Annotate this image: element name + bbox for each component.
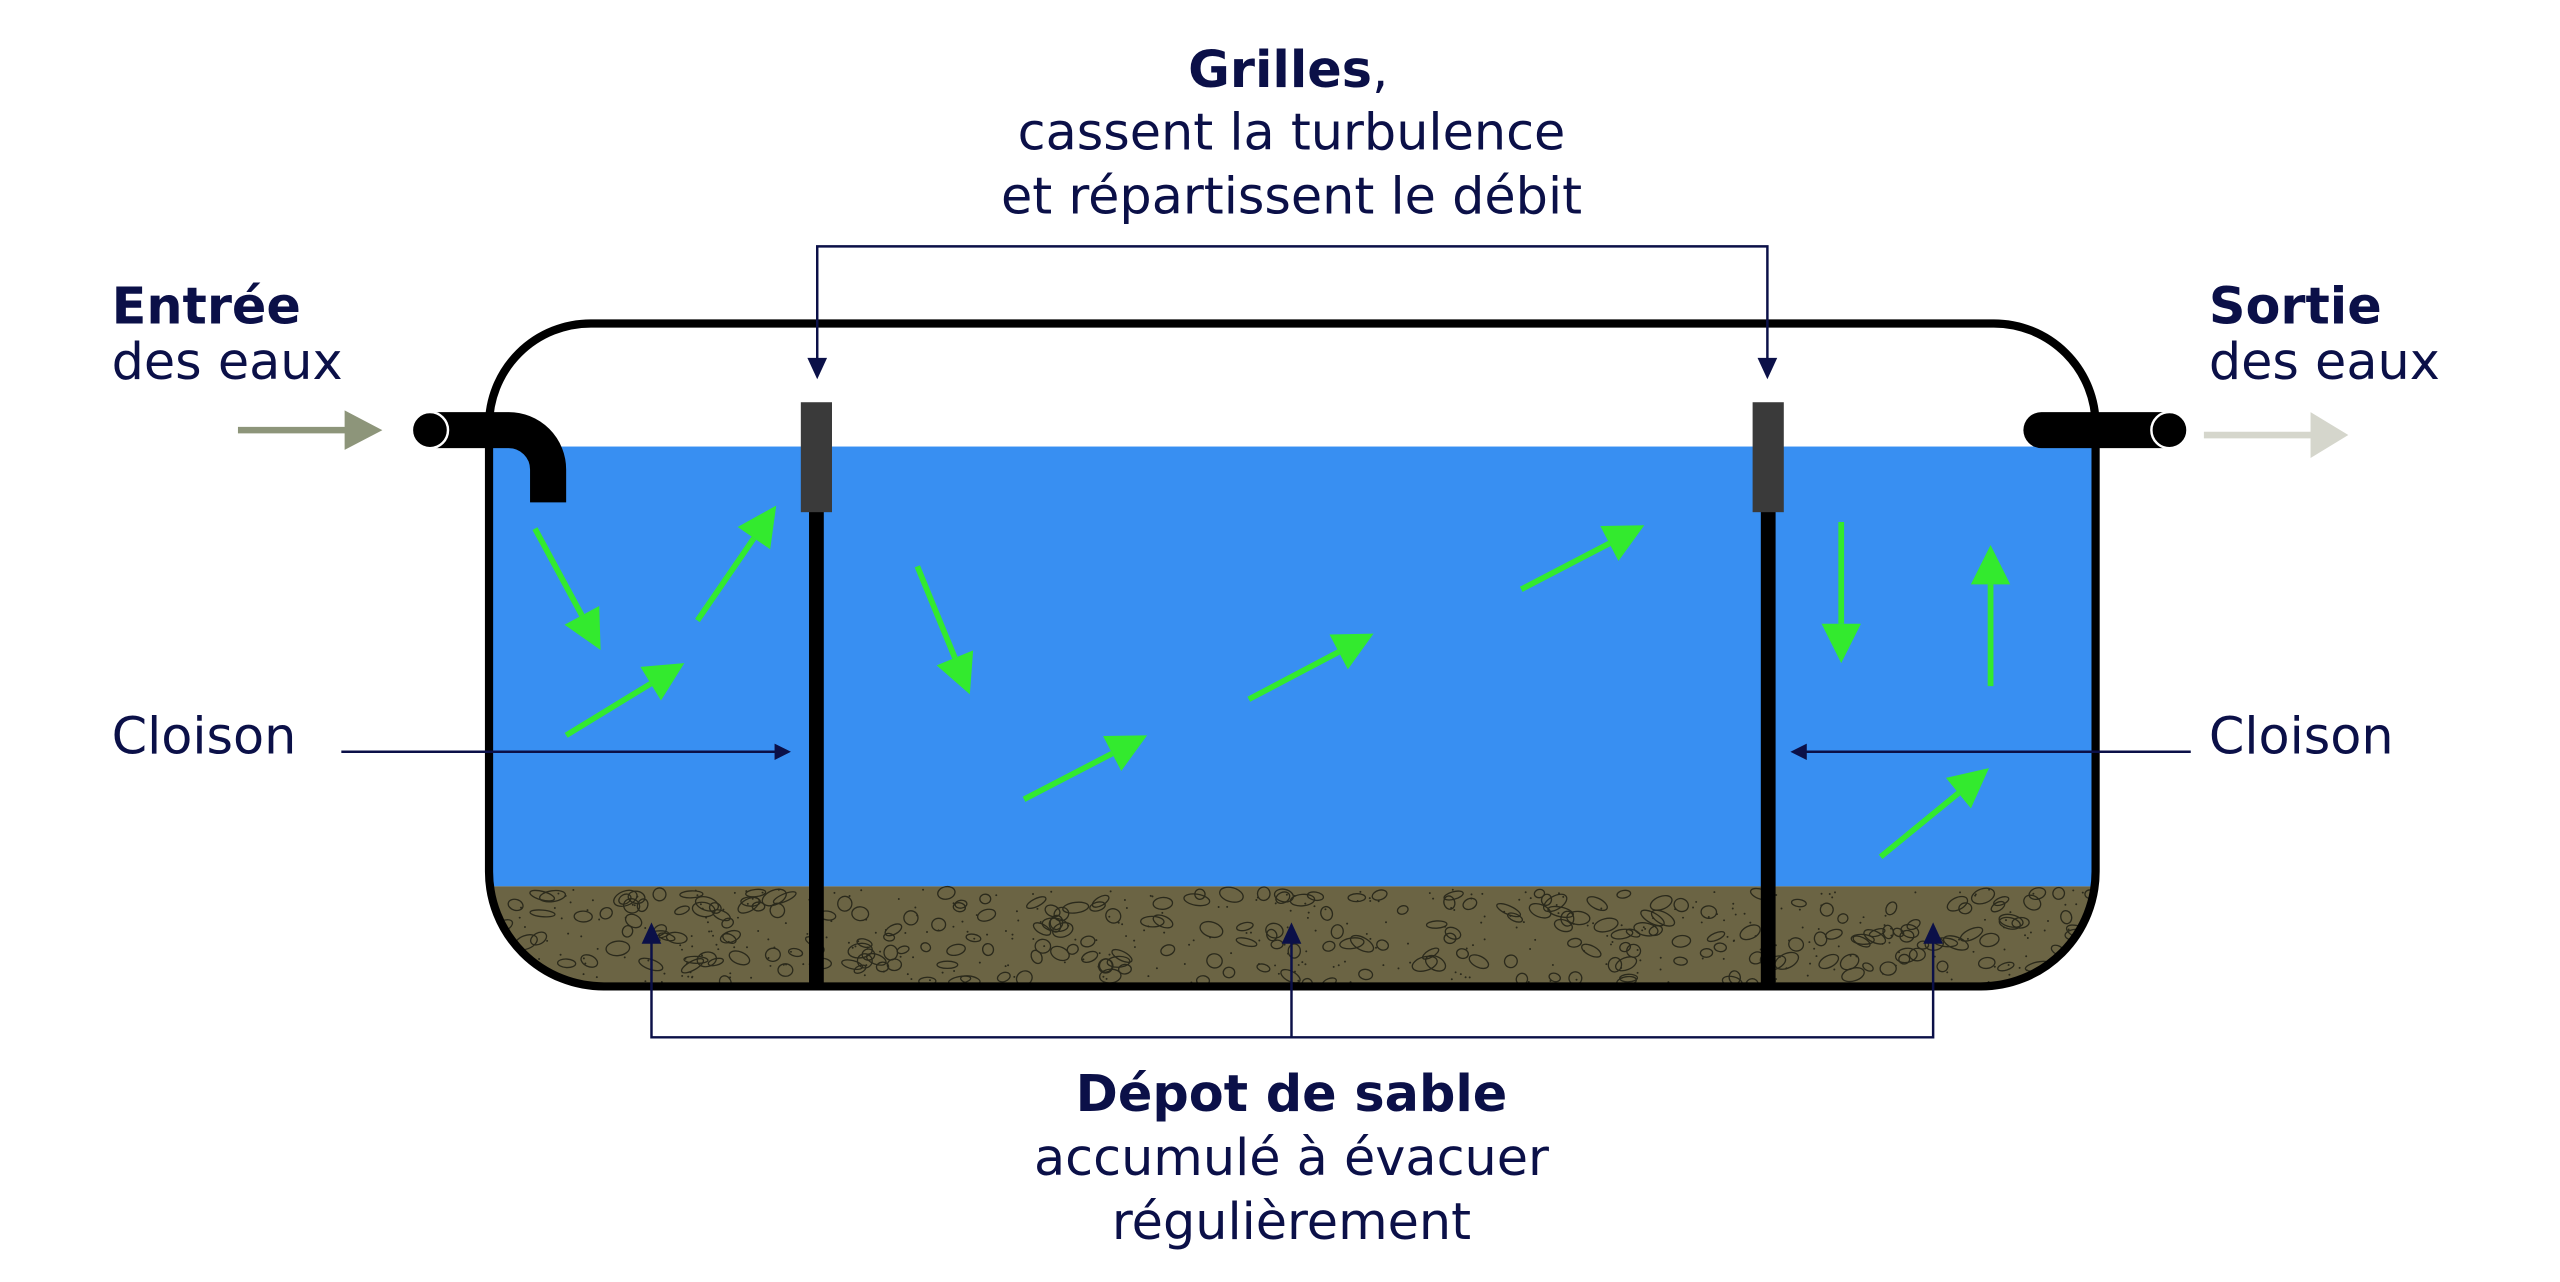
partition-left — [809, 508, 824, 987]
partition-right — [1760, 508, 1776, 987]
sand-arrow-right-icon — [1923, 922, 1943, 944]
inlet-subtitle: des eaux — [112, 332, 343, 391]
outlet-pipe — [2023, 410, 2189, 450]
sand-line1: accumulé à évacuer — [1034, 1128, 1549, 1187]
outlet-subtitle: des eaux — [2209, 332, 2440, 391]
grilles-title: Grilles, — [1188, 40, 1388, 99]
sand-title: Dépot de sable — [1076, 1064, 1508, 1123]
inlet-arrow-icon — [237, 410, 383, 450]
grilles-title-bold: Grilles — [1188, 40, 1372, 99]
flow-arrow-icon — [1247, 633, 1374, 702]
flow-arrows — [532, 505, 2011, 860]
cloison-left-label: Cloison — [112, 706, 297, 765]
grilles-callout-line — [816, 245, 1769, 375]
sand-arrow-left-icon — [641, 922, 662, 944]
grille-left — [800, 402, 832, 513]
flow-arrow-icon — [1970, 545, 2011, 687]
flow-arrow-icon — [1022, 735, 1148, 802]
inlet-title: Entrée — [112, 276, 301, 335]
grilles-arrow-right-icon — [1757, 357, 1778, 380]
sand-callout-line — [650, 932, 1935, 1039]
inlet-pipe — [410, 410, 567, 503]
flow-arrow-icon — [564, 663, 685, 738]
flow-arrow-icon — [532, 527, 601, 651]
grille-right — [1752, 402, 1784, 513]
flow-arrow-icon — [1519, 525, 1645, 592]
sand-arrow-center-icon — [1281, 922, 1302, 944]
water — [489, 446, 2096, 887]
grilles-title-comma: , — [1372, 40, 1388, 99]
outlet-arrow-icon — [2203, 412, 2349, 459]
grilles-line1: cassent la turbulence — [1018, 103, 1566, 162]
outlet-title: Sortie — [2209, 276, 2382, 335]
cloison-right-label: Cloison — [2209, 706, 2394, 765]
flow-arrow-icon — [914, 565, 974, 695]
grilles-line2: et répartissent le débit — [1001, 167, 1582, 226]
flow-arrow-icon — [1878, 768, 1989, 860]
flow-arrow-icon — [695, 505, 777, 623]
flow-arrow-icon — [1821, 522, 1861, 664]
sand-line2: régulièrement — [1112, 1192, 1471, 1251]
grilles-arrow-left-icon — [807, 357, 828, 380]
tank-outline — [484, 319, 2100, 991]
